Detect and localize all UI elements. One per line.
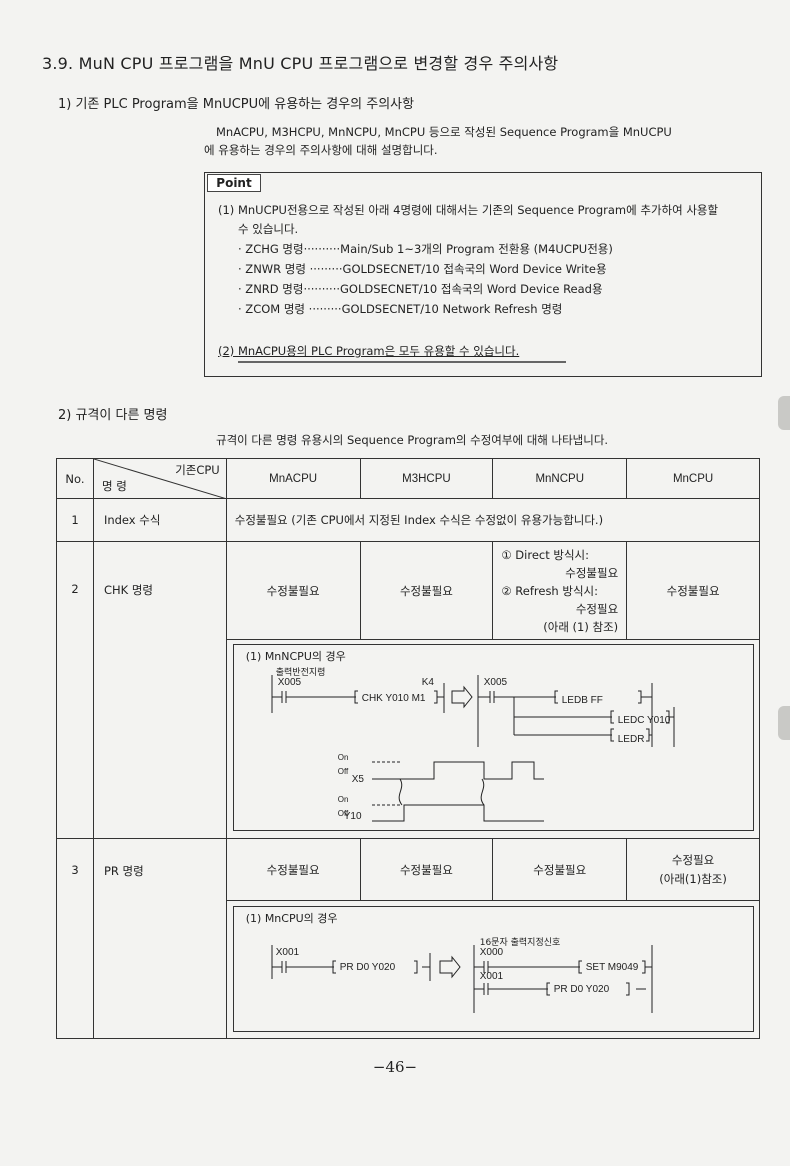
cell-mncpu: 수정불필요 [626,541,760,640]
row-no: 3 [56,838,94,1039]
command-name: · ZCHG 명령 [238,242,304,256]
command-desc: GOLDSECNET/10 접속국의 Word Device Write용 [342,262,607,276]
page-number: −46− [372,1058,418,1076]
command-desc: Main/Sub 1~3개의 Program 전환용 (M4UCPU전용) [340,242,613,256]
diagram2-instr-left: PR D0 Y020 [339,962,396,973]
cell-m3hcpu: 수정불필요 [359,541,494,640]
diagram1-instr-r3: LEDR [617,734,645,745]
diagram2-box: (1) MnCPU의 경우 X001 PR D0 Y020 16문자 출력지정신… [232,906,754,1032]
mnncpu-line1: ① Direct 방식시: [501,547,589,562]
cell-mnncpu: 수정불필요 [492,838,628,901]
wave1-off-label: Off [337,767,349,776]
row-command: CHK 명령 [92,541,227,839]
row-no: 1 [56,498,94,542]
command-dots: ········· [308,302,342,316]
command-desc: GOLDSECNET/10 접속국의 Word Device Read용 [340,282,603,296]
underline-rule [238,361,566,363]
point-command-row: · ZNRD 명령··········GOLDSECNET/10 접속국의 Wo… [238,279,603,299]
point-command-row: · ZNWR 명령 ·········GOLDSECNET/10 접속국의 Wo… [238,259,607,279]
section1-intro-line1: MnACPU, M3HCPU, MnNCPU, MnCPU 등으로 작성된 Se… [216,125,672,139]
table-row-diagram: (1) MnCPU의 경우 X001 PR D0 Y020 16문자 출력지정신… [57,900,761,1039]
point-box [204,172,762,377]
mnncpu-line2: 수정불필요 [565,565,619,580]
command-name: · ZNWR 명령 [238,262,306,276]
point-item1-line1: (1) MnUCPU전용으로 작성된 아래 4명령에 대해서는 기존의 Sequ… [218,203,719,217]
row-no: 2 [56,541,94,839]
diagram2-ladder [271,945,653,1013]
wave2-on-label: On [337,795,349,804]
diagram1-ladder [271,675,675,822]
diagram1-box: (1) MnNCPU의 경우 출력반전지령 X005 K4 CHK Y010 M… [232,644,754,831]
wave2-label: Y10 [343,811,362,822]
header-mnncpu: MnNCPU [492,458,628,499]
command-dots: ·········· [303,242,341,256]
cell-mncpu: 수정필요 (아래(1)참조) [626,838,760,901]
point-command-row: · ZCHG 명령··········Main/Sub 1~3개의 Progra… [238,239,613,259]
section1-intro-line2: 에 유용하는 경우의 주의사항에 대해 설명합니다. [204,143,438,157]
wave1-label: X5 [351,774,364,785]
cell-m3hcpu: 수정불필요 [359,838,494,901]
wave1-on-label: On [337,753,349,762]
diagram1-instr-r2: LEDC Y010 [617,715,671,726]
header-corner-top: 기존CPU [175,463,220,477]
section1-heading: 1) 기존 PLC Program을 MnUCPU에 유용하는 경우의 주의사항 [58,97,415,112]
command-dots: ········· [309,262,343,276]
wave2-off-label: Off [337,809,349,818]
header-corner: 기존CPU 명 령 [92,458,227,499]
section2-heading: 2) 규격이 다른 명령 [58,408,168,423]
row-command: Index 수식 [92,498,227,542]
cell-mnncpu: ① Direct 방식시: 수정불필요 ② Refresh 방식시: 수정필요 … [492,541,628,640]
point-item1-line2: 수 있습니다. [238,222,299,236]
diagram1-instr-left: CHK Y010 M1 [361,693,426,704]
cell-mnacpu: 수정불필요 [225,838,361,901]
diagram1-cell: (1) MnNCPU의 경우 출력반전지령 X005 K4 CHK Y010 M… [225,639,761,839]
mnncpu-line3: ② Refresh 방식시: [501,583,598,598]
command-name: · ZNRD 명령 [238,282,304,296]
mncpu-line2: (아래(1)참조) [659,871,727,886]
diagram2-contact-r2: X001 [479,971,504,982]
diagram2-instr-r2: PR D0 Y020 [553,984,610,995]
diagram2-contact-r1: X000 [479,947,504,958]
diagram1-contact-left: X005 [277,677,302,688]
diagram1-label: (1) MnNCPU의 경우 [245,650,346,663]
table-header-row: No. 기존CPU 명 령 MnACPU M3HCPU MnNCPU MnCPU [56,458,760,499]
diagram1-k-value: K4 [421,677,434,688]
section2-intro: 규격이 다른 명령 유용시의 Sequence Program의 수정여부에 대… [216,433,609,447]
row-merged-text: 수정불필요 (기존 CPU에서 지정된 Index 수식은 수정없이 유용가능합… [225,498,761,542]
diagram2-cell: (1) MnCPU의 경우 X001 PR D0 Y020 16문자 출력지정신… [225,900,761,1039]
header-corner-bottom: 명 령 [101,479,127,493]
diagram1-contact-right: X005 [483,677,508,688]
diagram2-instr-r1: SET M9049 [585,962,639,973]
table-row-diagram: (1) MnNCPU의 경우 출력반전지령 X005 K4 CHK Y010 M… [57,639,761,839]
mnncpu-line4: 수정필요 [575,601,619,616]
diagram1-note: 출력반전지령 [275,668,326,678]
diagram2-contact-left: X001 [275,947,300,958]
diagram1-instr-r1: LEDB FF [561,695,603,706]
header-mnacpu: MnACPU [225,458,361,499]
corner-diagonal [93,459,227,499]
command-name: · ZCOM 명령 [238,302,306,316]
command-desc: GOLDSECNET/10 Network Refresh 명령 [341,302,563,316]
table-row: 2 CHK 명령 수정불필요 수정불필요 ① Direct 방식시: 수정불필요… [56,541,760,839]
point-item2: (2) MnACPU용의 PLC Program은 모두 유용할 수 있습니다. [218,344,520,358]
point-command-row: · ZCOM 명령 ·········GOLDSECNET/10 Network… [238,299,562,319]
spec-table: No. 기존CPU 명 령 MnACPU M3HCPU MnNCPU MnCPU… [56,458,761,1039]
cell-mnacpu: 수정불필요 [225,541,361,640]
diagram2-note: 16문자 출력지정신호 [479,938,561,948]
page-title: 3.9. MuN CPU 프로그램을 MnU CPU 프로그램으로 변경할 경우… [42,54,559,73]
binding-mark [778,396,790,430]
mncpu-line1: 수정필요 [671,852,715,867]
header-mncpu: MnCPU [626,458,760,499]
diagram2-label: (1) MnCPU의 경우 [245,912,338,925]
header-m3hcpu: M3HCPU [359,458,494,499]
command-dots: ·········· [303,282,341,296]
header-no: No. [56,458,94,499]
point-label: Point [207,174,261,192]
binding-mark [778,706,790,740]
table-row: 1 Index 수식 수정불필요 (기존 CPU에서 지정된 Index 수식은… [56,498,761,542]
mnncpu-line5: (아래 (1) 참조) [543,619,619,634]
table-row: 3 PR 명령 수정불필요 수정불필요 수정불필요 수정필요 (아래(1)참조) [56,838,760,1039]
row-command: PR 명령 [92,838,227,1039]
